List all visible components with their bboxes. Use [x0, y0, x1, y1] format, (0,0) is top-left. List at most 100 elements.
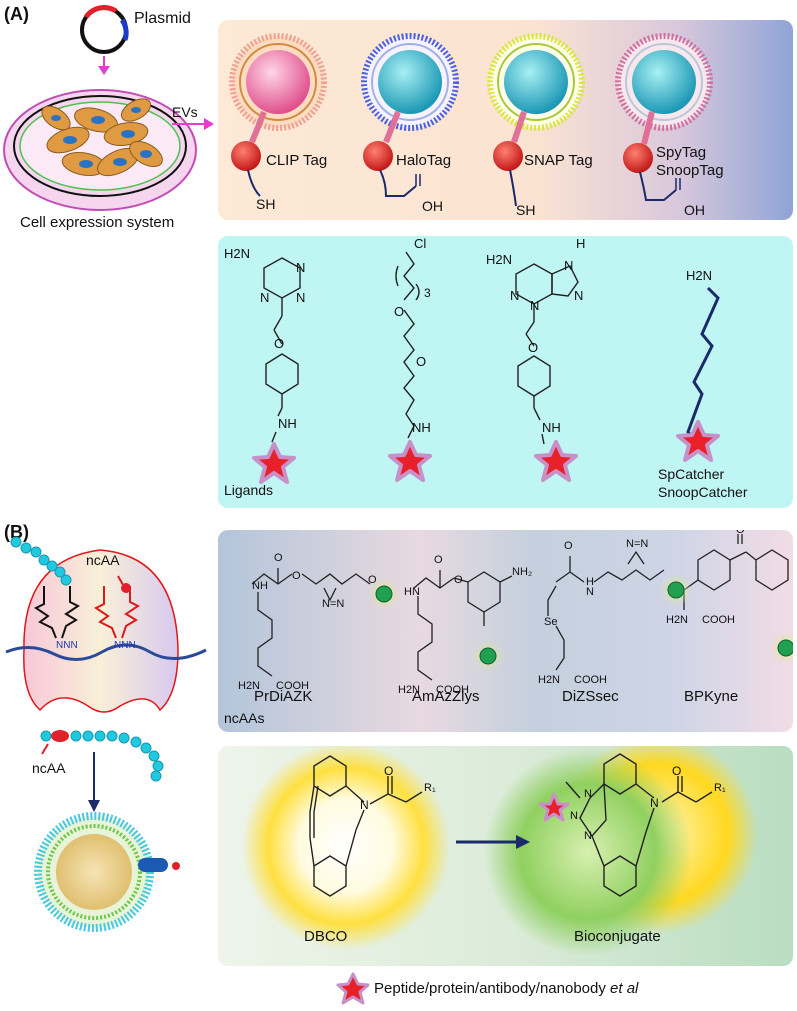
ligand-2-cl: Cl — [414, 236, 427, 251]
ligand-2-o2: O — [416, 354, 427, 369]
dizs-h2n: H2N — [538, 674, 561, 686]
ligand-4-star-icon — [676, 420, 720, 462]
ligand-3-h: H — [576, 236, 586, 251]
ncaa-name-2: AmAzZlys — [412, 688, 480, 705]
catcher-label-2: SnoopCatcher — [658, 484, 748, 500]
bioconjugate-label: Bioconjugate — [574, 928, 661, 945]
bio-n: N — [650, 796, 659, 810]
tag-halo-group: OH — [422, 198, 443, 214]
cell-caption: Cell expression system — [20, 214, 175, 231]
cell-expression-graphic — [3, 5, 214, 211]
bpk-o: O — [736, 530, 745, 536]
dizs-cooh: COOH — [574, 674, 607, 686]
ligand-2-star-icon — [388, 440, 432, 482]
codon-2-label: NNN — [114, 640, 136, 651]
plasmid-label: Plasmid — [134, 10, 191, 27]
tag-spy-label: SpyTag — [656, 144, 707, 161]
ligand-1-n3: N — [296, 290, 306, 305]
ev-halo — [361, 33, 459, 197]
dizs-h: H — [586, 576, 594, 588]
ligand-2-o1: O — [394, 304, 405, 319]
ligand-1-n1: N — [296, 260, 306, 275]
legend-main: Peptide/protein/antibody/nanobody — [374, 980, 611, 997]
ribosome-graphic — [5, 536, 207, 932]
dizs-o: O — [564, 540, 573, 552]
amaz-o2: O — [454, 574, 463, 586]
ligand-3-nh: NH — [542, 420, 561, 435]
ligand-3-n3: N — [510, 288, 520, 303]
prdiazk-o2: O — [292, 570, 301, 582]
ligands-label: Ligands — [224, 482, 274, 498]
dbco-o: O — [384, 764, 394, 778]
ligand-2-nh: NH — [412, 420, 431, 435]
ligand-structures — [252, 251, 720, 484]
ligand-4-h2n: H2N — [686, 268, 713, 283]
amaz-hn: HN — [404, 586, 420, 598]
plasmid-icon — [80, 5, 129, 54]
ligand-3-h2n: H2N — [486, 252, 513, 267]
arrow-plasmid-to-cell — [98, 56, 110, 75]
tag-clip-group: SH — [256, 196, 276, 212]
tag-snap-group: SH — [516, 202, 536, 218]
bioconjugate-star-icon — [538, 792, 570, 822]
ligand-1-n2: N — [260, 290, 270, 305]
cell-icon — [3, 89, 197, 211]
ev-tags-graphic — [229, 33, 713, 207]
tag-snoop-label: SnoopTag — [656, 162, 724, 179]
amaz-nh2: NH₂ — [512, 566, 533, 578]
ligands-panel: H2N N N N O NH Cl 3 O O NH H2N N N H N N… — [218, 236, 793, 508]
ligand-3-n1: N — [564, 258, 574, 273]
tag-spy-group: OH — [684, 202, 705, 218]
panel-b-label: (B) — [4, 522, 29, 542]
ligand-2-sub3: 3 — [424, 286, 431, 300]
ev-clip — [229, 33, 327, 197]
prdiazk-ndn: N=N — [322, 598, 345, 610]
amaz-h2n: H2N — [398, 684, 421, 696]
click-panel: O N R₁ O N R₁ N N N DBCO Bioconjugate — [218, 746, 793, 966]
tag-halo-label: HaloTag — [396, 152, 452, 169]
tag-snap-label: SNAP Tag — [524, 152, 593, 169]
ligand-1-h2n: H2N — [224, 246, 251, 261]
click-reaction-graphic — [242, 746, 758, 956]
dbco-label: DBCO — [304, 928, 348, 945]
ligand-1-star-icon — [252, 442, 296, 484]
ligand-1-nh: NH — [278, 416, 297, 431]
amaz-o1: O — [434, 554, 443, 566]
codon-1-label: NNN — [56, 640, 78, 651]
bio-n3: N — [584, 830, 592, 842]
bpk-h2n: H2N — [666, 614, 689, 626]
legend-text: Peptide/protein/antibody/nanobody et al — [374, 980, 638, 997]
bio-n2: N — [570, 810, 578, 822]
legend-italic: et al — [610, 980, 639, 997]
ncaas-panel: O O O NH N=N H2N COOH O O HN NH₂ H2N COO… — [218, 530, 793, 732]
bio-n1: N — [584, 788, 592, 800]
ligand-3-n4: N — [530, 298, 540, 313]
prdiazk-h2n: H2N — [238, 680, 261, 692]
ncaa-structures — [251, 534, 793, 681]
ligand-3-n2: N — [574, 288, 584, 303]
panel-a-label: (A) — [4, 4, 29, 24]
amaz-cooh: COOH — [436, 684, 469, 696]
ribosome-ncaa-label: ncAA — [86, 552, 120, 568]
prdiazk-o1: O — [274, 552, 283, 564]
prdiazk-o3: O — [368, 574, 377, 586]
ligand-3-o: O — [528, 340, 539, 355]
chain-ncaa-label: ncAA — [32, 760, 66, 776]
catcher-label-1: SpCatcher — [658, 466, 725, 482]
bpk-cooh: COOH — [702, 614, 735, 626]
dbco-n: N — [360, 798, 369, 812]
ev-snap — [487, 33, 585, 207]
ncaa-name-3: DiZSsec — [562, 688, 619, 705]
prdiazk-nh: NH — [252, 580, 268, 592]
ncaa-name-4: BPKyne — [684, 688, 739, 705]
bio-o: O — [672, 764, 682, 778]
tags-panel: CLIP Tag SH HaloTag OH SNAP Tag SH SpyTa… — [218, 20, 793, 220]
ligand-1-o: O — [274, 336, 285, 351]
tag-clip-label: CLIP Tag — [266, 152, 328, 169]
bio-r1: R₁ — [714, 782, 726, 794]
ncaa-name-1: PrDiAZK — [254, 688, 313, 705]
ev-spy — [615, 33, 713, 201]
dizs-ndn: N=N — [626, 538, 649, 550]
ligand-3-star-icon — [534, 440, 578, 482]
arrow-cell-to-evs — [172, 118, 214, 130]
